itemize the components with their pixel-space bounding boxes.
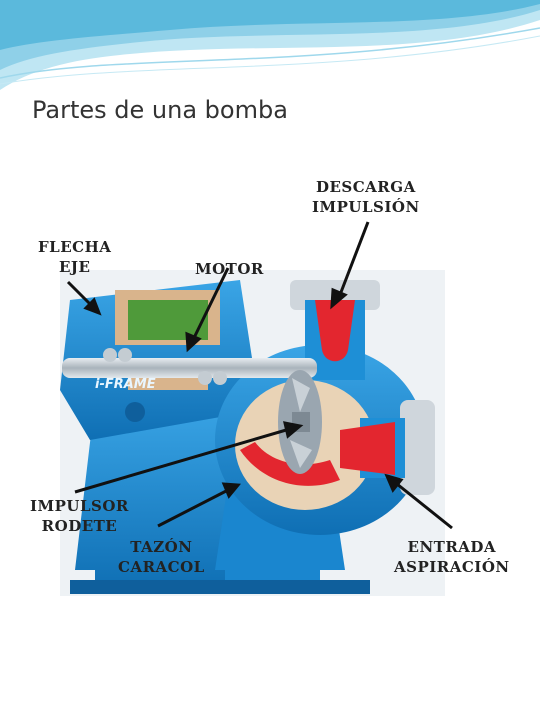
label-inlet-line2: ASPIRACIÓN xyxy=(394,558,510,576)
label-inlet-line1: ENTRADA xyxy=(407,538,497,556)
label-motor-line1: MOTOR xyxy=(195,260,264,278)
pump-cutaway-illustration: i-FRAME xyxy=(60,221,453,596)
label-motor: MOTOR xyxy=(195,259,264,279)
pointer-arrows xyxy=(66,221,453,530)
label-volute-line1: TAZÓN xyxy=(130,538,193,556)
pump-shaft xyxy=(62,348,317,385)
label-shaft-line1: FLECHA xyxy=(38,238,112,256)
impeller xyxy=(278,370,322,474)
label-impeller: IMPULSOR RODETE xyxy=(30,496,129,536)
label-volute-line2: CARACOL xyxy=(118,558,205,576)
bearing-frame: i-FRAME xyxy=(60,280,260,440)
label-inlet: ENTRADA ASPIRACIÓN xyxy=(394,537,510,577)
label-shaft-line2: EJE xyxy=(58,258,91,276)
suction-inlet xyxy=(340,400,435,495)
iframe-casting-text: i-FRAME xyxy=(95,377,156,392)
label-impeller-line2: RODETE xyxy=(41,517,118,535)
label-volute: TAZÓN CARACOL xyxy=(118,537,205,577)
header-wave-decoration xyxy=(0,0,540,90)
label-discharge-line2: IMPULSIÓN xyxy=(312,198,420,216)
label-discharge-line1: DESCARGA xyxy=(315,178,416,196)
label-discharge: DESCARGA IMPULSIÓN xyxy=(312,177,420,217)
label-impeller-line1: IMPULSOR xyxy=(30,497,129,515)
label-shaft: FLECHA EJE xyxy=(38,237,111,277)
slide-title: Partes de una bomba xyxy=(32,96,288,124)
